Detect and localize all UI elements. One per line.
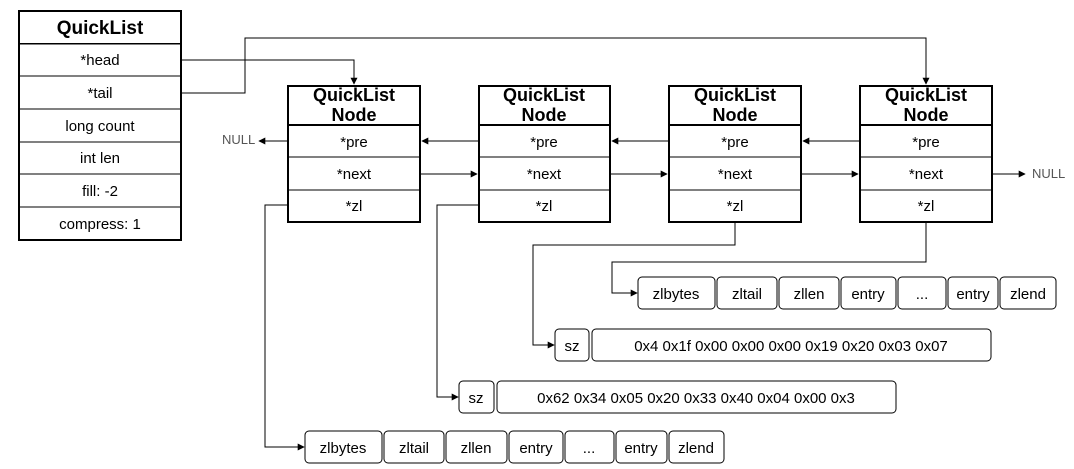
ziplist1-zltail: zltail — [399, 440, 429, 457]
node4-title-line2: Node — [904, 105, 949, 125]
node4-field-next: *next — [909, 166, 944, 183]
node1-zl-arrow — [264, 204, 305, 451]
ziplist4-entry-first: entry — [851, 286, 885, 303]
ziplist1-zlbytes: zlbytes — [320, 440, 367, 457]
quicklist-field-len: int len — [80, 150, 120, 167]
node4-title-line1: QuickList — [885, 85, 967, 105]
quicklist-struct: QuickList *head *tail long count int len… — [18, 10, 182, 241]
compressed-node3: sz 0x4 0x1f 0x00 0x00 0x00 0x19 0x20 0x0… — [554, 328, 992, 362]
node1-field-next: *next — [337, 166, 372, 183]
tail-pointer-arrow — [181, 37, 930, 94]
ziplist4-zltail: zltail — [732, 286, 762, 303]
ziplist4-zlbytes: zlbytes — [653, 286, 700, 303]
compressed2-bytes: 0x62 0x34 0x05 0x20 0x33 0x40 0x04 0x00 … — [537, 390, 855, 407]
compressed3-sz: sz — [565, 338, 580, 355]
ziplist-node1: zlbytes zltail zllen entry ... entry zle… — [304, 430, 725, 464]
ziplist4-zllen: zllen — [794, 286, 825, 303]
quicklist-field-fill: fill: -2 — [82, 183, 118, 200]
null-label-left: NULL — [222, 132, 255, 147]
compressed3-bytes: 0x4 0x1f 0x00 0x00 0x00 0x19 0x20 0x03 0… — [634, 338, 948, 355]
quicklist-node-4: QuickList Node *pre *next *zl — [859, 85, 993, 223]
node2-field-next: *next — [527, 166, 562, 183]
connectors — [181, 37, 1026, 451]
node3-field-next: *next — [718, 166, 753, 183]
node1-title-line1: QuickList — [313, 85, 395, 105]
quicklist-field-compress: compress: 1 — [59, 216, 141, 233]
null-label-right: NULL — [1032, 166, 1065, 181]
node3-title-line2: Node — [713, 105, 758, 125]
ziplist1-zlend: zlend — [678, 440, 714, 457]
ziplist4-zlend: zlend — [1010, 286, 1046, 303]
ziplist-node4: zlbytes zltail zllen entry ... entry zle… — [637, 276, 1057, 310]
node4-zl-arrow — [611, 222, 927, 297]
ziplist4-ellipsis: ... — [916, 286, 929, 303]
compressed-node2: sz 0x62 0x34 0x05 0x20 0x33 0x40 0x04 0x… — [458, 380, 897, 414]
head-pointer-arrow — [181, 59, 358, 85]
node1-title-line2: Node — [332, 105, 377, 125]
quicklist-node-1: QuickList Node *pre *next *zl — [287, 85, 421, 223]
node1-field-zl: *zl — [346, 198, 363, 215]
node2-field-zl: *zl — [536, 198, 553, 215]
node2-zl-arrow — [436, 204, 479, 401]
node1-field-pre: *pre — [340, 134, 368, 151]
ziplist1-ellipsis: ... — [583, 440, 596, 457]
node2-field-pre: *pre — [530, 134, 558, 151]
node2-title-line1: QuickList — [503, 85, 585, 105]
node3-field-zl: *zl — [727, 198, 744, 215]
quicklist-field-head: *head — [80, 52, 119, 69]
quicklist-title: QuickList — [57, 18, 144, 39]
quicklist-field-tail: *tail — [87, 85, 112, 102]
ziplist1-entry-last: entry — [624, 440, 658, 457]
ziplist4-entry-last: entry — [956, 286, 990, 303]
compressed2-sz: sz — [469, 390, 484, 407]
node3-field-pre: *pre — [721, 134, 749, 151]
node3-title-line1: QuickList — [694, 85, 776, 105]
node2-title-line2: Node — [522, 105, 567, 125]
ziplist1-entry-first: entry — [519, 440, 553, 457]
ziplist1-zllen: zllen — [461, 440, 492, 457]
quicklist-node-2: QuickList Node *pre *next *zl — [478, 85, 611, 223]
quicklist-field-count: long count — [65, 118, 135, 135]
node4-field-zl: *zl — [918, 198, 935, 215]
quicklist-node-3: QuickList Node *pre *next *zl — [668, 85, 802, 223]
node3-zl-arrow — [532, 222, 736, 349]
node4-field-pre: *pre — [912, 134, 940, 151]
